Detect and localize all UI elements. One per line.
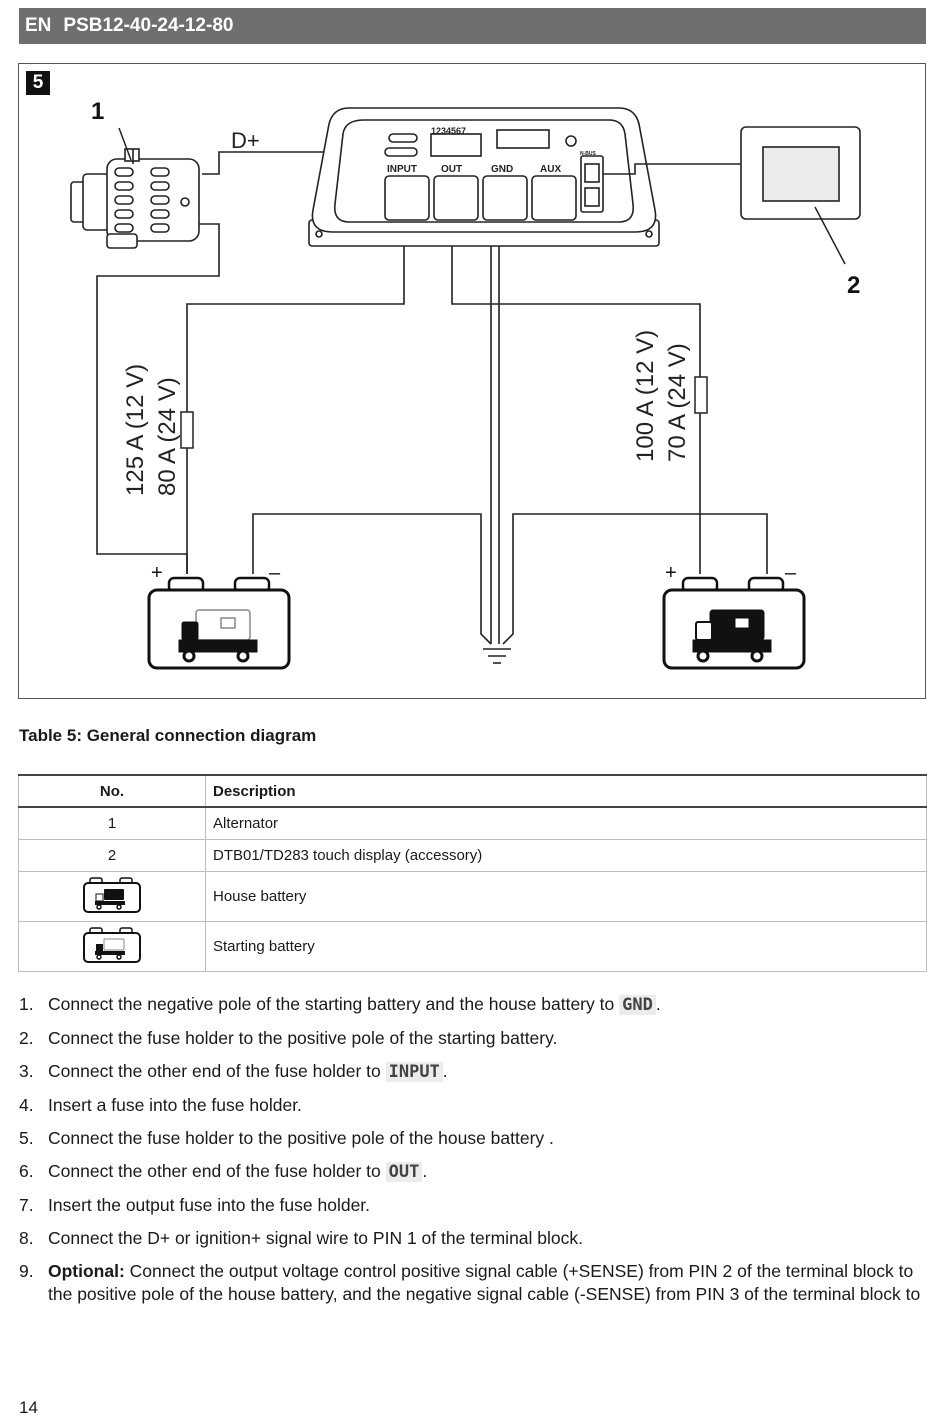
starting-plus-label: + [151,562,163,584]
page-header: EN PSB12-40-24-12-80 [19,8,926,44]
step-number: 6. [19,1161,34,1181]
step-number: 5. [19,1128,34,1148]
optional-label: Optional: [48,1261,125,1281]
table-caption: Table 5: General connection diagram [19,726,317,745]
connection-diagram: 125 A (12 V) 80 A (24 V) 100 A (12 V) 70… [18,63,926,699]
step-punct: . [422,1161,428,1181]
step-text: Insert the output fuse into the fuse hol… [48,1195,371,1215]
starting-battery-icon [147,576,291,670]
house-plus-label: + [665,562,677,584]
step-text: Insert a fuse into the fuse holder. [48,1095,302,1115]
terminal-input-label: INPUT [387,164,417,175]
terminal-code: INPUT [385,1062,443,1082]
step-text: Connect the other end of the fuse holder… [48,1161,381,1181]
row-description: Alternator [205,806,927,840]
callout-2: 2 [847,272,860,299]
nbus-label: N-BUS [580,151,596,157]
fuse-right-label-2: 70 A (24 V) [664,343,691,462]
fuse-left-icon [180,411,194,449]
alternator-icon [70,148,200,249]
row-description: Starting battery [205,921,927,972]
step-number: 1. [19,994,34,1014]
fuse-right-label-1: 100 A (12 V) [632,330,659,462]
page-number: 14 [19,1398,38,1417]
step-item: 5. Connect the fuse holder to the positiv… [19,1127,929,1150]
step-number: 7. [19,1195,34,1215]
step-text: Connect the D+ or ignition+ signal wire … [48,1228,583,1248]
step-item: 7. Insert the output fuse into the fuse h… [19,1194,929,1217]
instruction-steps: 1. Connect the negative pole of the start… [19,993,929,1316]
terminal-code: GND [619,995,656,1015]
step-number: 8. [19,1228,34,1248]
step-number: 9. [19,1261,34,1281]
house-battery-icon [662,576,806,670]
step-number: 3. [19,1061,34,1081]
step-item: 4. Insert a fuse into the fuse holder. [19,1094,929,1117]
step-item: 3. Connect the other end of the fuse hold… [19,1060,929,1084]
col-header-description: Description [205,774,927,808]
step-number: 2. [19,1028,34,1048]
house-battery-icon [83,876,141,913]
step-item: 2. Connect the fuse holder to the positiv… [19,1027,929,1050]
terminal-code: OUT [385,1162,423,1182]
charger-device-icon [308,107,660,247]
legend-table: No. Description 1 Alternator 2 DTB01/TD2… [18,774,927,972]
fuse-right-icon [694,376,708,414]
terminal-out-label: OUT [441,164,462,175]
col-header-no: No. [18,774,206,808]
fuse-left-label-1: 125 A (12 V) [122,364,149,496]
table-row: Starting battery [18,921,927,972]
step-item: 9. Optional: Connect the output voltage c… [19,1260,929,1306]
model-name: PSB12-40-24-12-80 [63,15,234,36]
step-item: 6. Connect the other end of the fuse hold… [19,1160,929,1184]
terminal-pins-label: 1234567 [431,126,466,136]
step-text: Connect the negative pole of the startin… [48,994,615,1014]
row-no: 1 [18,806,206,840]
step-text: Connect the other end of the fuse holder… [48,1061,381,1081]
row-description: DTB01/TD283 touch display (accessory) [205,839,927,872]
terminal-aux-label: AUX [540,164,561,175]
starting-battery-icon [83,926,141,963]
figure-number: 5 [26,71,50,95]
step-number: 4. [19,1095,34,1115]
house-minus-label: – [785,562,797,584]
table-row: House battery [18,871,927,922]
step-item: 8. Connect the D+ or ignition+ signal wir… [19,1227,929,1250]
step-item: 1. Connect the negative pole of the start… [19,993,929,1017]
fuse-left-label-2: 80 A (24 V) [154,377,181,496]
step-text: Connect the fuse holder to the positive … [48,1028,558,1048]
row-description: House battery [205,871,927,922]
step-text: Connect the fuse holder to the positive … [48,1128,554,1148]
step-text: Connect the output voltage control posit… [48,1261,921,1304]
table-row: 1 Alternator [18,806,927,840]
touch-display-icon [740,126,861,220]
table-row: 2 DTB01/TD283 touch display (accessory) [18,839,927,872]
starting-minus-label: – [269,562,281,584]
step-punct: . [442,1061,448,1081]
callout-1: 1 [91,98,104,125]
row-no: 2 [18,839,206,872]
step-punct: . [655,994,661,1014]
diagram-svg: 125 A (12 V) 80 A (24 V) 100 A (12 V) 70… [70,98,861,670]
terminal-gnd-label: GND [491,164,513,175]
language-code: EN [25,15,52,36]
d-plus-label: D+ [231,128,260,153]
